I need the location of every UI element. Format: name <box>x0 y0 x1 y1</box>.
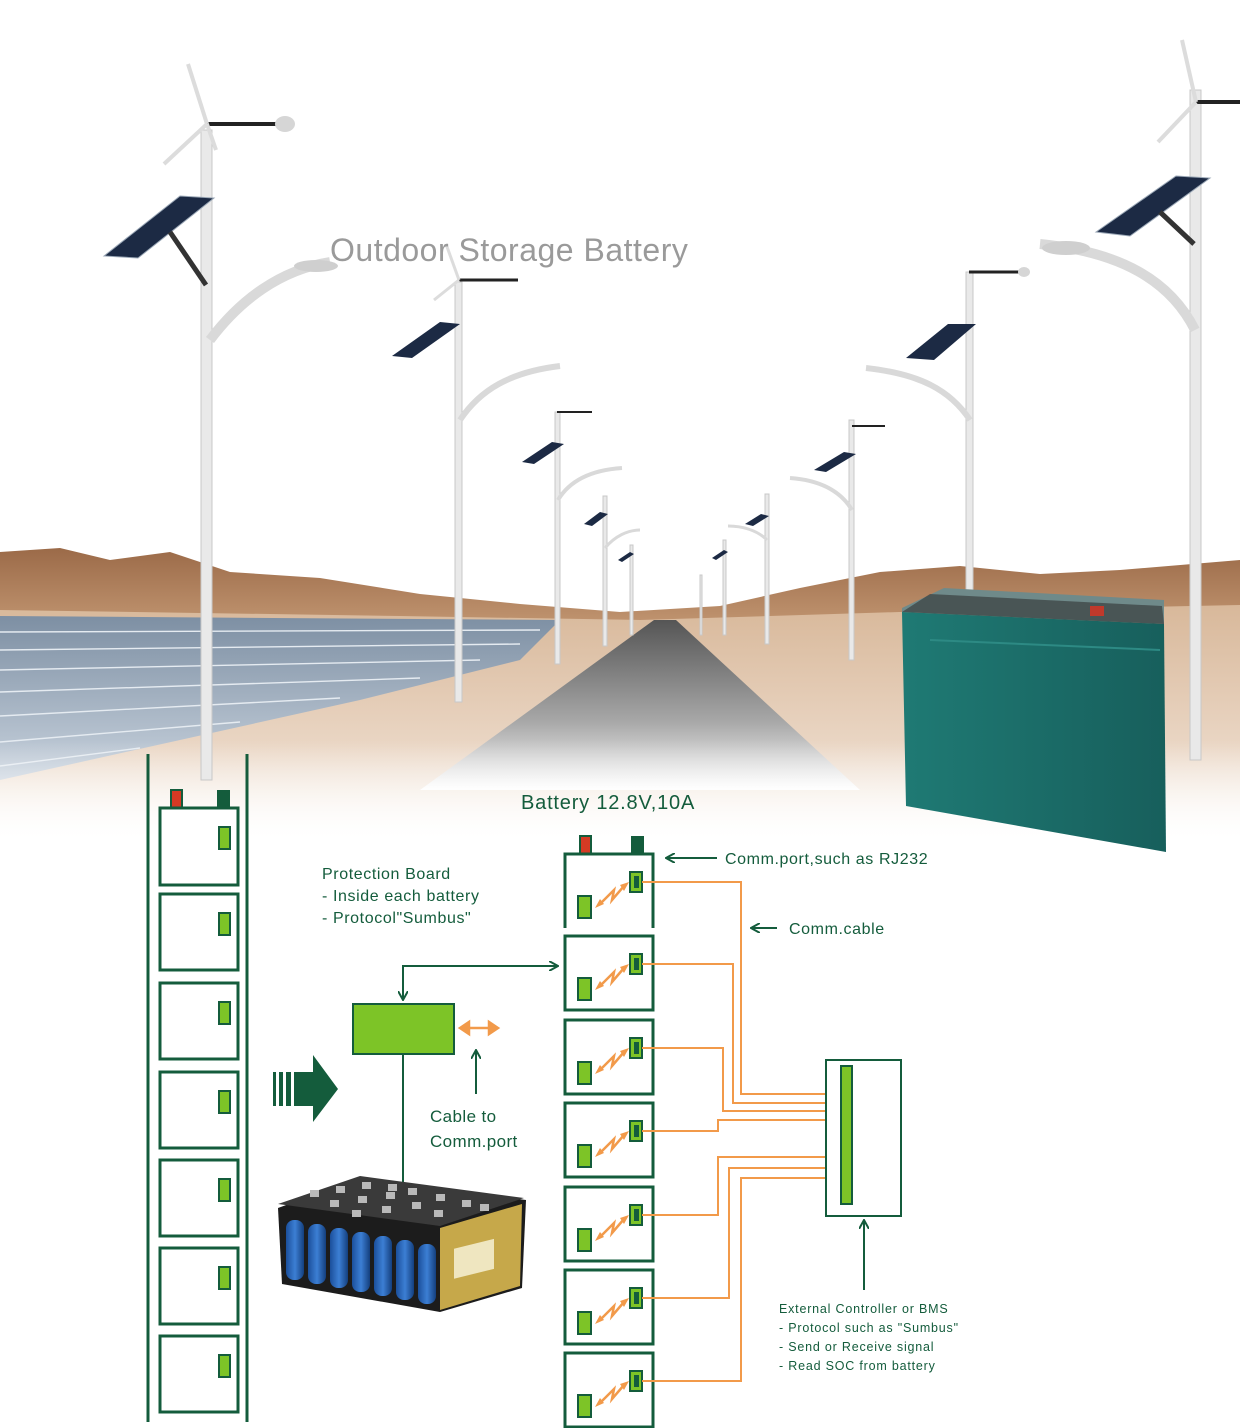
cell-protection-chip <box>577 1144 592 1168</box>
external-controller-line-1: - Protocol such as "Sumbus" <box>779 1321 959 1335</box>
protection-board <box>352 966 556 1192</box>
signal-arrowhead <box>595 1148 604 1157</box>
external-controller <box>825 1059 902 1290</box>
cable-to-line-1: Cable to <box>430 1107 497 1126</box>
comm-cable-label: Comm.cable <box>789 921 885 938</box>
external-controller-label: External Controller or BMS - Protocol su… <box>779 1300 959 1376</box>
battery-cell <box>158 981 240 1061</box>
bms-connector <box>840 1065 853 1205</box>
lamp-pole-r2 <box>789 419 885 661</box>
cell-comm-port-pin <box>634 876 639 888</box>
external-controller-line-3: - Read SOC from battery <box>779 1359 936 1373</box>
lamp-pole-4 <box>584 495 641 647</box>
external-controller-heading: External Controller or BMS <box>779 1302 949 1316</box>
signal-arrowhead <box>595 1398 604 1407</box>
protection-board-label: Protection Board - Inside each battery -… <box>322 864 480 930</box>
cell-connector <box>218 912 231 936</box>
lamp-pole-r5 <box>699 574 703 636</box>
cell-protection-chip <box>577 1228 592 1252</box>
cell-connector <box>218 1354 231 1378</box>
cell-comm-port-pin <box>634 1125 639 1137</box>
signal-arrowhead <box>595 1065 604 1074</box>
lamp-pole-right-large <box>1039 39 1240 761</box>
cell-protection-chip <box>577 895 592 919</box>
external-controller-line-2: - Send or Receive signal <box>779 1340 935 1354</box>
comm-port-label: Comm.port,such as RJ232 <box>725 851 929 868</box>
bidirectional-arrow <box>457 1019 501 1037</box>
cell-protection-chip <box>577 1061 592 1085</box>
cable-to-comm-port-label: Cable to Comm.port <box>430 1104 518 1154</box>
comm-cable-line <box>642 1047 841 1112</box>
internal-signal-arrow <box>599 1301 625 1321</box>
terminal-negative <box>217 790 230 808</box>
comm-cable-line <box>642 1156 841 1216</box>
signal-arrowhead <box>620 1215 629 1224</box>
pack-cell <box>563 1018 655 1096</box>
signal-arrowhead <box>620 1131 629 1140</box>
lamp-pole-2 <box>392 243 561 703</box>
battery-stack-column <box>146 754 249 1422</box>
internal-signal-arrow <box>599 1218 625 1238</box>
cable-to-line-2: Comm.port <box>430 1132 518 1151</box>
signal-arrowhead <box>595 899 604 908</box>
signal-arrowhead <box>620 964 629 973</box>
cell-connector <box>218 1178 231 1202</box>
signal-arrowhead <box>620 882 629 891</box>
comm-cable-line <box>642 881 841 1095</box>
pack-terminal-positive <box>579 835 592 855</box>
signal-arrowhead <box>620 1048 629 1057</box>
protection-board-heading: Protection Board <box>322 866 451 883</box>
battery-cell <box>158 1334 240 1414</box>
cell-comm-port-pin <box>634 1292 639 1304</box>
comm-cable-line <box>642 1177 841 1382</box>
comm-cables <box>642 881 841 1382</box>
comm-cable-line <box>642 1167 841 1299</box>
battery-cell-pack-image <box>278 1176 526 1312</box>
cell-protection-chip <box>577 1394 592 1418</box>
transition-arrow <box>273 1055 338 1122</box>
battery-pack-column <box>563 835 777 1428</box>
cell-comm-port-pin <box>634 1042 639 1054</box>
cell-connector <box>218 826 231 850</box>
lamp-pole-r1 <box>865 267 1030 613</box>
cell-connector <box>218 1001 231 1025</box>
signal-arrowhead <box>595 1315 604 1324</box>
signal-arrowhead <box>620 1298 629 1307</box>
page-title: Outdoor Storage Battery <box>330 232 689 268</box>
signal-arrowhead <box>595 1232 604 1241</box>
cell-protection-chip <box>577 977 592 1001</box>
internal-signal-arrow <box>599 1384 625 1404</box>
lamp-pole-5 <box>618 544 634 636</box>
signal-arrowhead <box>620 1381 629 1390</box>
internal-signal-arrow <box>599 1051 625 1071</box>
internal-signal-arrow <box>599 967 625 987</box>
cell-protection-chip <box>577 1311 592 1335</box>
comm-cable-line <box>642 1119 841 1132</box>
cell-connector <box>218 1266 231 1290</box>
lamp-pole-r3 <box>727 493 770 645</box>
cell-comm-port-pin <box>634 958 639 970</box>
protection-board-line-1: - Inside each battery <box>322 888 480 905</box>
protection-board-line-2: - Protocol"Sumbus" <box>322 910 472 927</box>
lamp-pole-left <box>102 63 338 781</box>
internal-signal-arrow <box>599 1134 625 1154</box>
internal-signal-arrow <box>599 885 625 905</box>
street-lamps <box>102 39 1240 781</box>
pack-terminal-negative <box>631 836 644 854</box>
lamp-pole-r4 <box>712 539 728 636</box>
cell-connector <box>218 1090 231 1114</box>
teal-battery-image <box>902 588 1166 852</box>
cell-comm-port-pin <box>634 1375 639 1387</box>
cell-comm-port-pin <box>634 1209 639 1221</box>
battery-spec-label: Battery 12.8V,10A <box>521 792 696 814</box>
comm-cable-line <box>642 963 841 1104</box>
terminal-positive <box>170 789 183 809</box>
lamp-pole-3 <box>522 411 623 665</box>
signal-arrowhead <box>595 981 604 990</box>
